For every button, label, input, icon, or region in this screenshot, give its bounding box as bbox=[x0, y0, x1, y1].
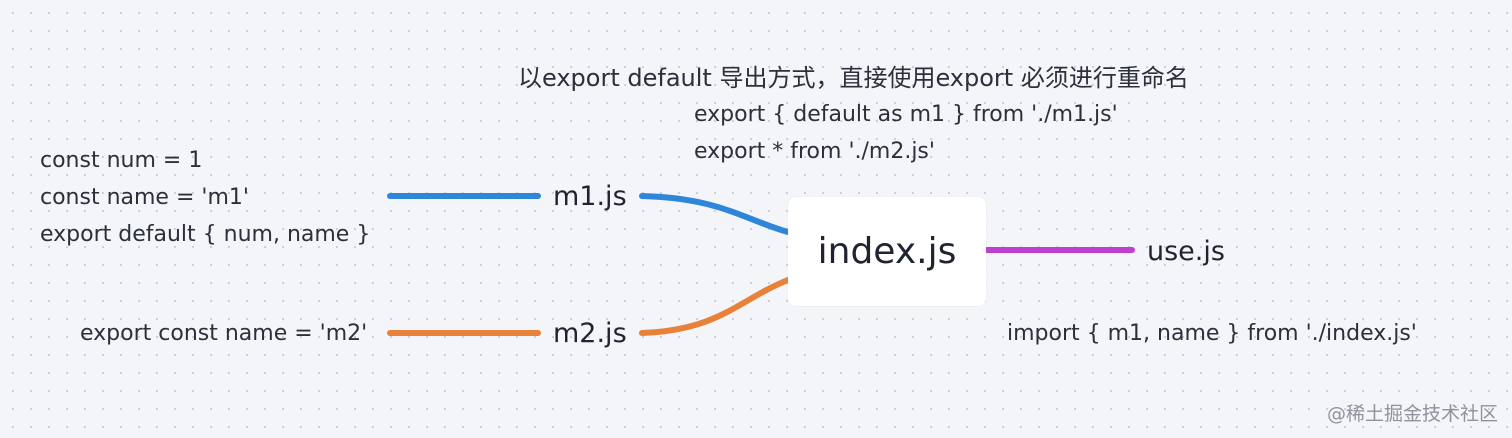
connector-m1-to-index bbox=[639, 193, 791, 235]
watermark: @稀土掘金技术社区 bbox=[1326, 403, 1498, 425]
node-index-label: index.js bbox=[817, 231, 957, 272]
m1-code-line-1: const num = 1 bbox=[40, 148, 203, 173]
use-code-line-1: import { m1, name } from './index.js' bbox=[1007, 321, 1417, 346]
index-code-line-1: export { default as m1 } from './m1.js' bbox=[694, 102, 1118, 127]
node-index-box[interactable]: index.js bbox=[788, 197, 986, 306]
m2-code-line-1: export const name = 'm2' bbox=[80, 321, 368, 346]
node-m1[interactable]: m1.js bbox=[553, 181, 627, 212]
m1-code-line-3: export default { num, name } bbox=[40, 222, 371, 247]
index-code-line-2: export * from './m2.js' bbox=[694, 139, 935, 164]
connector-m2-to-index bbox=[639, 277, 791, 336]
node-use[interactable]: use.js bbox=[1147, 236, 1225, 267]
m1-code-line-2: const name = 'm1' bbox=[40, 185, 249, 210]
node-m2[interactable]: m2.js bbox=[553, 318, 627, 349]
diagram-heading: 以export default 导出方式，直接使用export 必须进行重命名 bbox=[518, 64, 1189, 92]
